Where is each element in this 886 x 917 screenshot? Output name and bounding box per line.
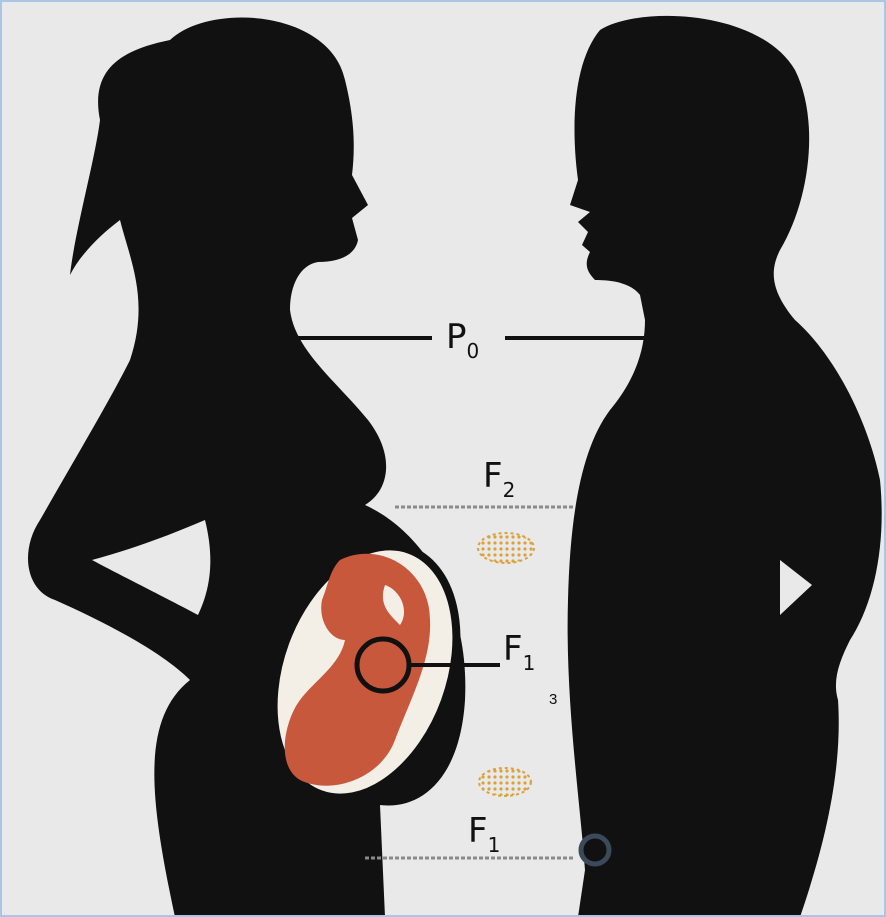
cell-cluster-lower [479,768,531,796]
page-number: 3 [549,691,557,708]
cell-cluster-upper [478,533,534,563]
